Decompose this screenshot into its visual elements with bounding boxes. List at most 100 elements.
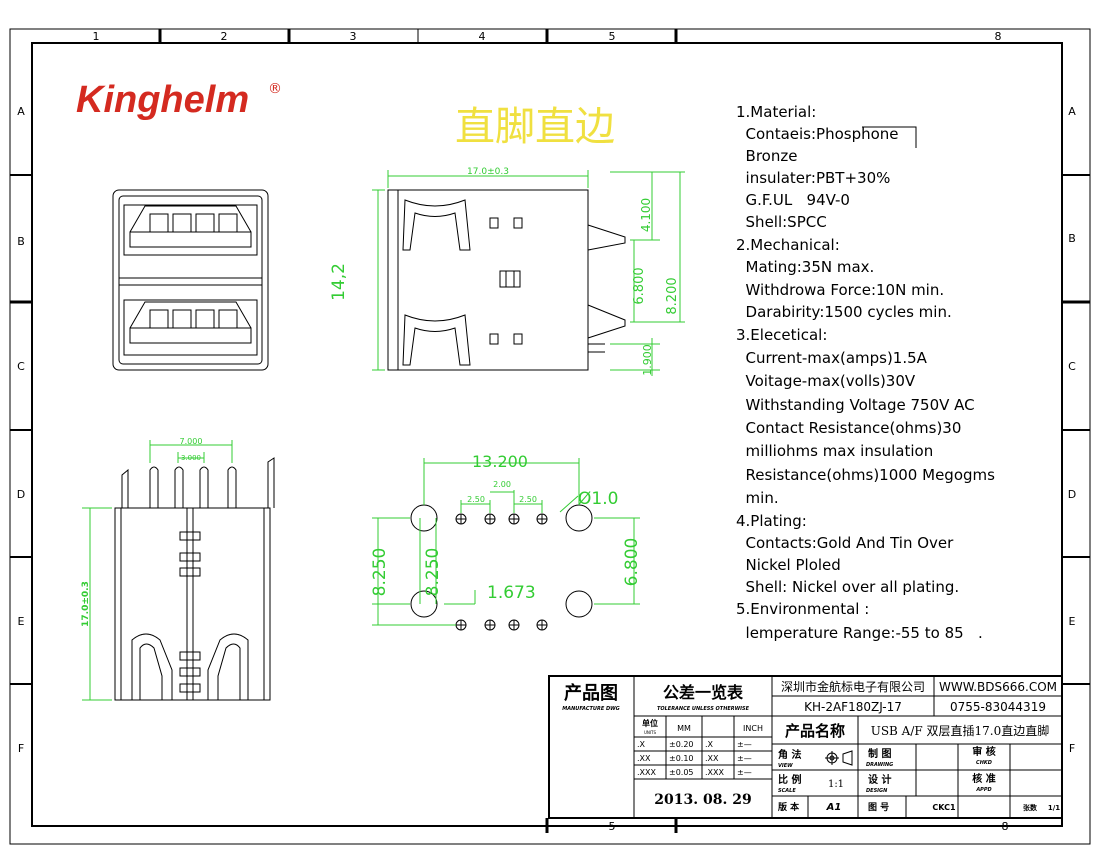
spec-line: 4.Plating: [736,512,807,530]
tb-scale-cn: 比 例 [778,773,801,786]
tb-tol-cell: .X [705,740,714,749]
tb-part-no: KH-2AF180ZJ-17 [804,700,902,714]
dim-8250-inner: 8.250 [423,548,443,597]
row-label-a: A [17,105,25,118]
tb-drawing-en: MANUFACTURE DWG [562,706,620,712]
tb-date: 2013. 08. 29 [654,792,751,808]
dim-7000: 7.000 [180,437,203,446]
spec-line: Voitage-max(volls)30V [736,372,916,390]
dim-3000: 3.000 [181,454,201,462]
row-label-e: E [18,615,25,628]
tb-version: A1 [826,802,842,813]
spec-line: Contacts:Gold And Tin Over [736,534,954,552]
tb-design-en: DESIGN [866,788,888,794]
tb-dwgno-cn: 图 号 [868,802,889,813]
spec-line: Withstanding Voltage 750V AC [736,396,975,414]
spec-line: G.F.UL 94V-0 [736,191,850,209]
dim-diameter: Ø1.0 [578,489,618,509]
dim-4100: 4.100 [639,198,653,232]
pcb-dims [372,458,640,626]
spec-line: milliohms max insulation [736,442,933,460]
spec-line: Resistance(ohms)1000 Megogms [736,466,995,484]
row-label-b-right: B [1068,232,1076,245]
tb-tol-cell: .XXX [705,768,725,777]
side-view-dims [372,170,685,376]
tb-unit-en: UNITS [644,730,657,735]
tb-tol-cell: .XXX [637,768,657,777]
col-label-1: 1 [93,30,100,43]
border-labels: 1 2 3 4 5 8 5 8 A B C D E F A B C D E F [17,30,1076,833]
spec-line: Nickel Ploled [736,556,841,574]
tb-view-cn: 角 法 [778,748,801,761]
bottom-view-dim-labels: 7.000 3.000 17.0±0.3 [81,437,202,627]
spec-line: Contaeis:Phosphone [736,125,899,143]
bottom-view-dims [82,440,233,701]
spec-list: 1.Material: Contaeis:Phosphone Bronze in… [736,103,995,642]
tb-design-cn: 设 计 [868,773,891,786]
spec-line: Current-max(amps)1.5A [736,349,928,367]
tb-tol-cell: .X [637,740,646,749]
tb-chkd-cn: 审 核 [972,745,995,758]
dim-bottom-height: 17.0±0.3 [81,581,91,627]
brand-registered-mark: ® [268,81,282,97]
front-view [112,189,269,371]
tb-drawing-cn: 产品图 [564,682,618,704]
dim-200: 2.00 [493,480,511,489]
drawing-title-cn: 直脚直边 [455,104,615,150]
tb-tol-cell: ±0.10 [669,754,694,763]
tb-tol-cell: ±0.20 [669,740,694,749]
dim-250-left: 2.50 [467,495,485,504]
row-label-d-right: D [1068,488,1076,501]
row-label-b: B [17,235,25,248]
tb-tolerance-en: TOLERANCE UNLESS OTHERWISE [657,706,750,712]
spec-line: Contact Resistance(ohms)30 [736,419,961,437]
row-label-f-right: F [1069,742,1075,755]
tb-tol-cell: ±— [737,754,752,763]
brand-logo: Kinghelm [76,79,249,121]
row-label-c: C [17,360,25,373]
row-label-a-right: A [1068,105,1076,118]
pcb-dim-labels: 13.200 2.00 2.50 2.50 Ø1.0 8.250 8.250 6… [370,452,642,603]
tb-view-en: VIEW [778,763,793,769]
spec-callout-mark [862,126,917,148]
spec-line: 3.Elecetical: [736,326,827,344]
dim-front-height: 14,2 [329,263,349,301]
col-label-5: 5 [609,30,616,43]
spec-line: lemperature Range:-55 to 85 . [736,624,983,642]
projection-symbol-icon [825,750,853,766]
bottom-view [114,457,275,701]
tb-product-name-label: 产品名称 [785,722,845,740]
tb-tolerance-cn: 公差一览表 [663,683,744,702]
tb-mm: MM [677,724,691,733]
tb-sheet: 1/1 [1048,804,1060,812]
tb-version-cn: 版 本 [777,801,800,813]
dim-250-right: 2.50 [519,495,537,504]
spec-line: Darabirity:1500 cycles min. [736,303,952,321]
dim-6800: 6.800 [632,267,647,304]
tb-tol-cell: ±0.05 [669,768,694,777]
spec-line: Mating:35N max. [736,258,874,276]
dim-13200: 13.200 [472,452,528,471]
title-block-text: 产品图 MANUFACTURE DWG 公差一览表 TOLERANCE UNLE… [562,679,1060,813]
dim-8200: 8.200 [665,277,680,314]
tb-product-name: USB A/F 双层直插17.0直边直脚 [871,723,1050,738]
border-frame [9,28,1091,845]
tb-appd-cn: 核 准 [972,772,995,785]
dim-6800-pcb: 6.800 [622,538,642,587]
col-label-4: 4 [479,30,486,43]
row-label-c-right: C [1068,360,1076,373]
tb-website: WWW.BDS666.COM [939,680,1057,694]
row-label-e-right: E [1069,615,1076,628]
tb-tol-cell: ±— [737,768,752,777]
col-label-3: 3 [350,30,357,43]
tb-appd-en: APPD [975,787,991,793]
row-label-d: D [17,488,25,501]
spec-line: Shell:SPCC [736,213,827,231]
col-label-2: 2 [221,30,228,43]
spec-line: 2.Mechanical: [736,236,840,254]
tb-scale-en: SCALE [778,788,796,794]
spec-line: Bronze [736,147,797,165]
dim-8250-outer: 8.250 [370,548,390,597]
col-label-bottom-8: 8 [1002,820,1009,833]
